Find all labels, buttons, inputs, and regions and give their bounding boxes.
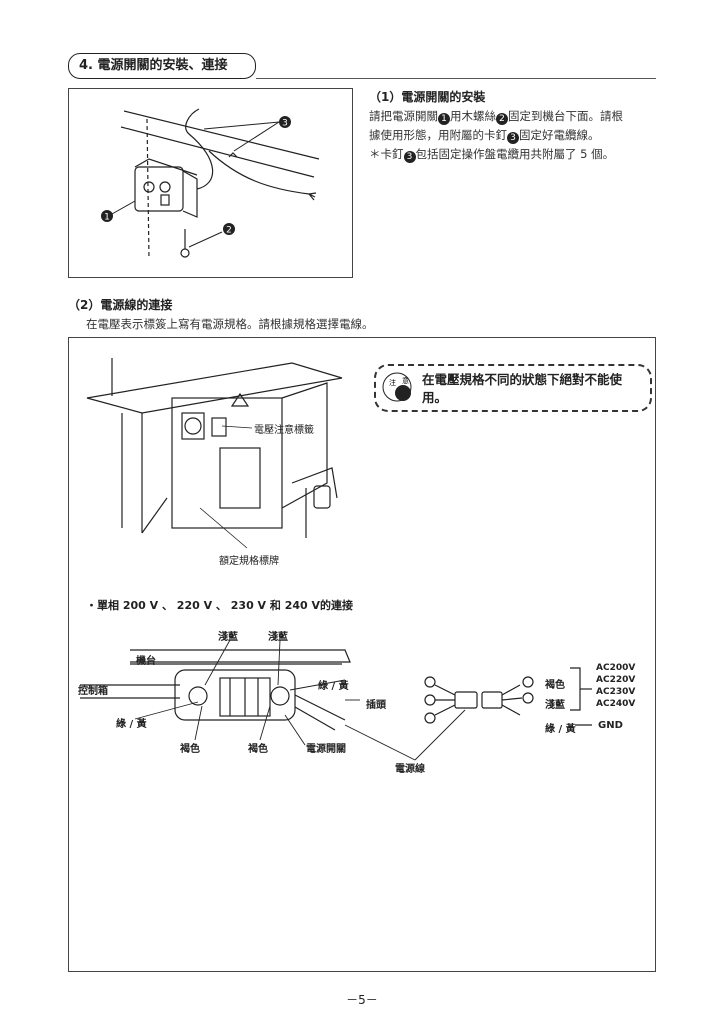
caution-hand-icon: 注 意 xyxy=(382,372,412,402)
label-power-cord: 電源線 xyxy=(395,764,425,775)
callout-1-inline: 1 xyxy=(438,113,450,125)
svg-text:意: 意 xyxy=(402,376,409,385)
label-power-switch: 電源開關 xyxy=(306,744,346,755)
label-brown-1: 褐色 xyxy=(180,744,200,755)
label-brown-2: 褐色 xyxy=(248,744,268,755)
label-plug: 插頭 xyxy=(366,700,386,711)
wiring-heading: （2）電源線的連接 xyxy=(68,298,173,312)
callout-1: 1 xyxy=(101,210,113,223)
svg-text:注: 注 xyxy=(389,378,396,387)
install-heading: （1）電源開關的安裝 xyxy=(369,90,486,104)
svg-text:1: 1 xyxy=(104,213,110,223)
voltage-230: AC230V xyxy=(596,687,636,697)
label-brown-out: 褐色 xyxy=(545,680,565,691)
voltage-list: AC200V AC220V AC230V AC240V xyxy=(596,662,635,710)
svg-text:2: 2 xyxy=(226,226,232,236)
install-figure: 1 2 3 xyxy=(68,88,353,278)
label-light-blue-1: 淺藍 xyxy=(218,632,238,643)
callout-2: 2 xyxy=(223,223,235,236)
label-green-yellow-right: 綠 / 黃 xyxy=(318,681,349,692)
label-light-blue-out: 淺藍 xyxy=(545,700,565,711)
voltage-200: AC200V xyxy=(596,663,636,673)
label-rating: 額定規格標牌 xyxy=(219,556,279,567)
section-title: 4. 電源開關的安裝、連接 xyxy=(68,53,256,79)
label-green-yellow-out: 綠 / 黃 xyxy=(545,724,576,735)
callout-2-inline: 2 xyxy=(496,113,508,125)
label-light-blue-2: 淺藍 xyxy=(268,632,288,643)
label-caution: 電壓注意標籤 xyxy=(254,425,314,436)
warning-box: 注 意 在電壓規格不同的狀態下絕對不能使 用。 xyxy=(374,364,652,412)
label-table: 機台 xyxy=(136,656,156,667)
callout-3: 3 xyxy=(279,116,291,129)
section-rule xyxy=(256,78,656,79)
page-number: －5－ xyxy=(346,993,378,1007)
wiring-diagram-drawing xyxy=(80,639,592,761)
callout-3-inline: 3 xyxy=(507,132,519,144)
wiring-intro: 在電壓表示標簽上寫有電源規格。請根據規格選擇電線。 xyxy=(86,317,374,331)
label-green-yellow-left: 綠 / 黃 xyxy=(116,719,147,730)
label-gnd: GND xyxy=(598,720,623,731)
machine-rear-drawing xyxy=(86,358,343,549)
warning-text: 在電壓規格不同的狀態下絕對不能使 用。 xyxy=(422,372,623,405)
voltage-240: AC240V xyxy=(596,699,636,709)
single-phase-heading: ・單相 200 V 、 220 V 、 230 V 和 240 V的連接 xyxy=(86,599,354,612)
label-control-box: 控制箱 xyxy=(78,686,108,697)
caution-badge: 注 意 xyxy=(382,372,412,402)
voltage-220: AC220V xyxy=(596,675,636,685)
svg-text:3: 3 xyxy=(282,119,288,129)
wiring-figure-frame xyxy=(68,337,656,972)
callout-3-inline-b: 3 xyxy=(403,151,416,163)
switch-install-drawing: 1 2 3 xyxy=(101,108,320,260)
